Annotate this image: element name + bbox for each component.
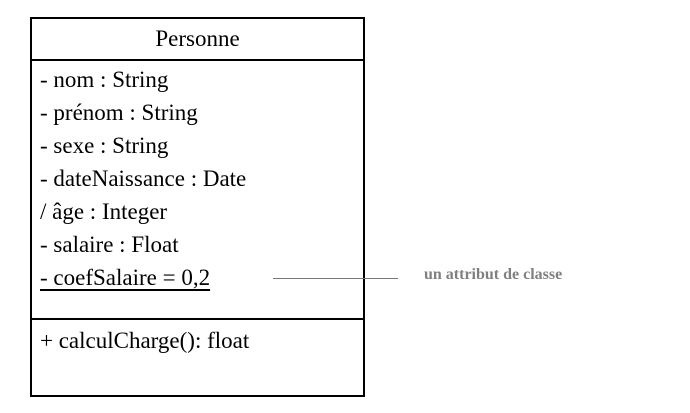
uml-class-box: Personne - nom : String - prénom : Strin… <box>30 17 365 397</box>
annotation-connector-line <box>273 278 398 279</box>
attribute-age-derived: / âge : Integer <box>40 199 168 224</box>
attribute-coef-salaire-static: - coefSalaire = 0,2 <box>40 265 211 290</box>
attributes-compartment: - nom : String - prénom : String - sexe … <box>32 61 363 320</box>
attribute-date-naissance: - dateNaissance : Date <box>40 166 247 191</box>
attribute-prenom: - prénom : String <box>40 100 198 125</box>
class-name: Personne <box>155 26 240 51</box>
operations-compartment: + calculCharge(): float <box>32 320 363 357</box>
attribute-nom: - nom : String <box>40 67 169 92</box>
class-name-compartment: Personne <box>32 19 363 61</box>
attribute-sexe: - sexe : String <box>40 133 169 158</box>
operation-calcul-charge: + calculCharge(): float <box>40 328 250 353</box>
annotation-label: un attribut de classe <box>424 266 563 283</box>
attribute-salaire: - salaire : Float <box>40 232 179 257</box>
